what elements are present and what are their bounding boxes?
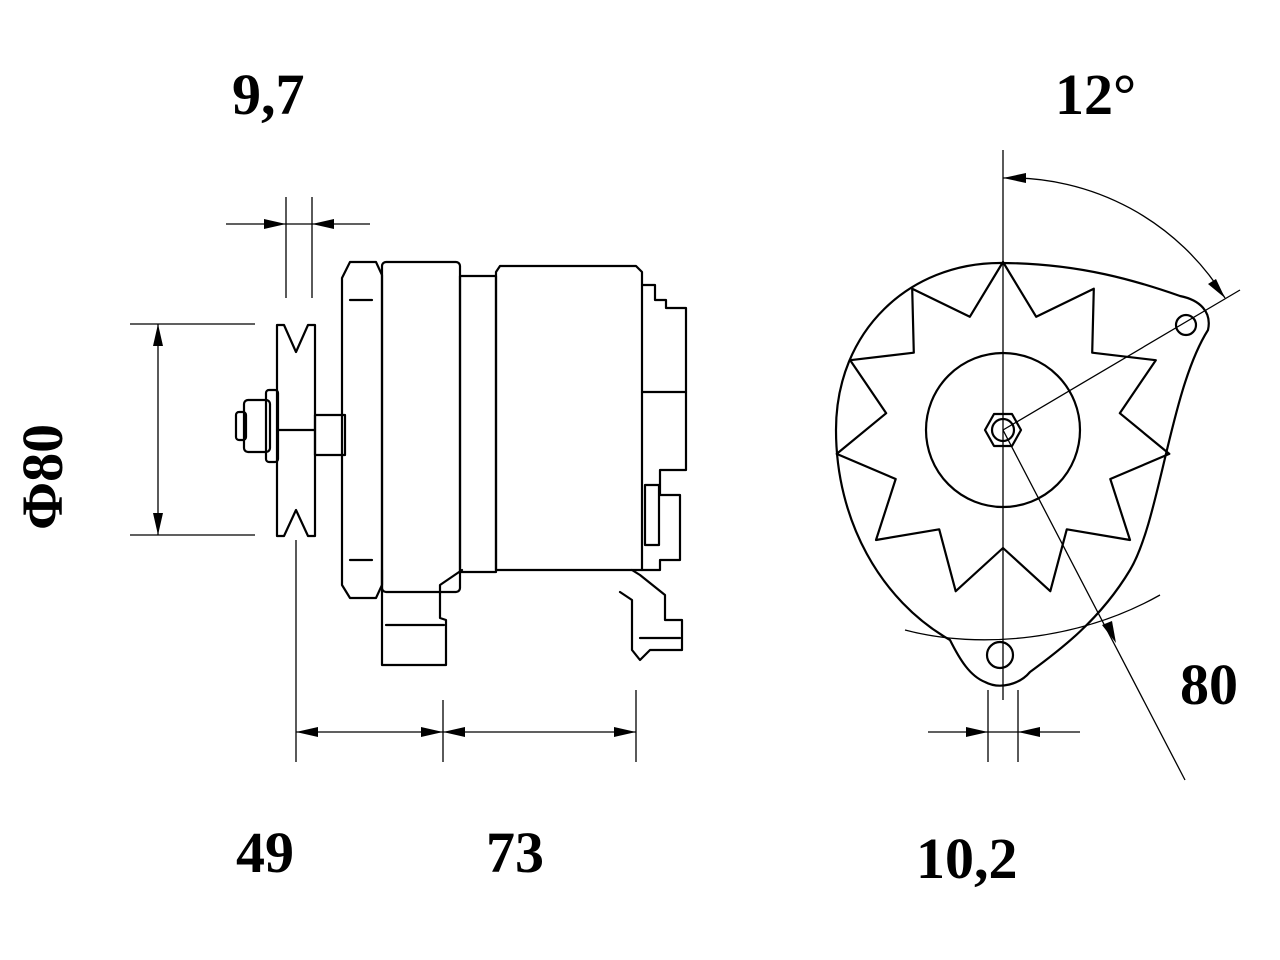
side-view [130, 197, 688, 762]
front-cover [340, 260, 462, 600]
dim-label-80: 80 [1180, 652, 1238, 717]
dim-10-2-lines [928, 690, 1080, 762]
pulley [275, 323, 317, 538]
bottom-ear-hole [985, 640, 1015, 670]
dim-phi80-lines [130, 323, 255, 536]
main-housing [458, 264, 688, 574]
front-view [834, 150, 1241, 781]
dim-80-lines [904, 429, 1186, 781]
shaft-nut [234, 388, 347, 464]
dim-label-phi80: Φ80 [10, 423, 75, 530]
dim-49-73-lines [295, 540, 637, 762]
mounting-feet [380, 568, 684, 667]
front-housing-outline [834, 261, 1210, 687]
dim-label-73: 73 [486, 820, 544, 885]
dim-label-9-7: 9,7 [232, 62, 305, 127]
dim-12-deg-lines [1002, 150, 1241, 700]
top-ear-hole [1174, 313, 1198, 337]
dim-label-10-2: 10,2 [916, 826, 1018, 891]
dim-9-7-lines [226, 197, 370, 298]
dim-label-49: 49 [236, 820, 294, 885]
dim-label-12-deg: 12° [1055, 62, 1137, 127]
